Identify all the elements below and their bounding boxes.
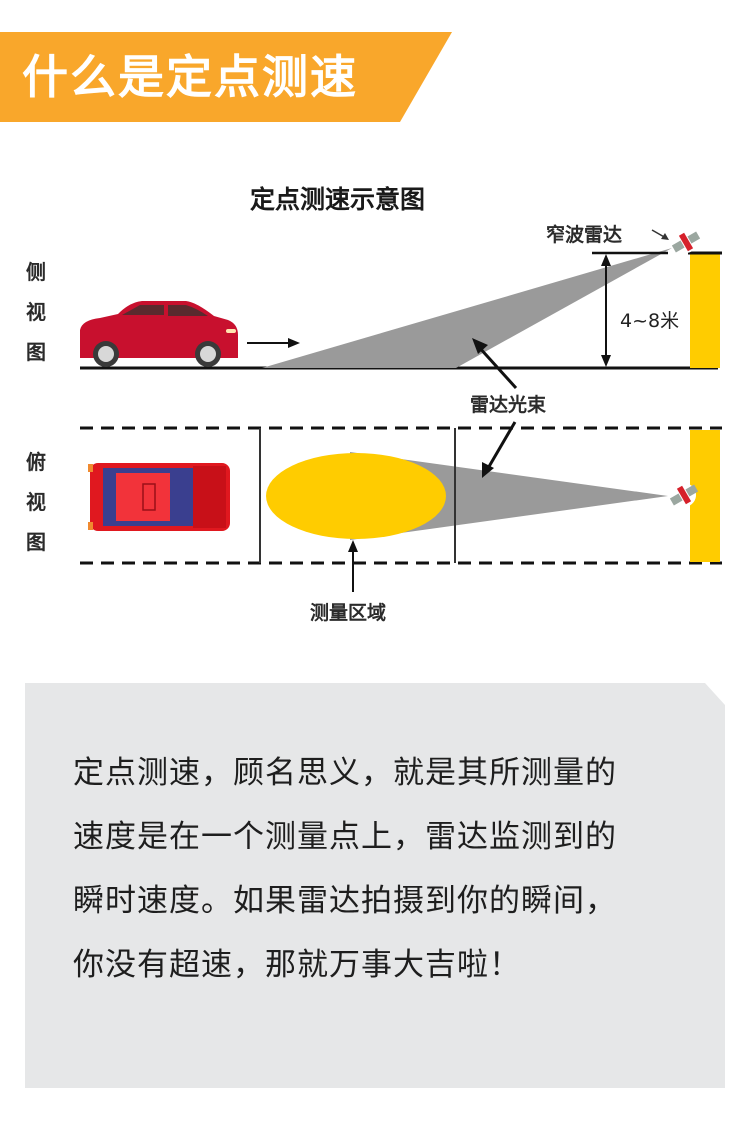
description-line: 瞬时速度。如果雷达拍摄到你的瞬间， <box>73 883 617 919</box>
beam-callout-arrow-side <box>476 344 518 390</box>
description-text: 定点测速，顾名思义，就是其所测量的 速度是在一个测量点上，雷达监测到的 瞬时速度… <box>73 741 693 997</box>
top-view-car-icon <box>88 463 230 531</box>
section-title: 什么是定点测速 <box>22 50 358 104</box>
section-header-banner: 什么是定点测速 <box>0 32 452 122</box>
side-view-car-icon <box>80 301 238 367</box>
diagram-title: 定点测速示意图 <box>250 185 426 214</box>
description-line: 你没有超速，那就万事大吉啦！ <box>73 947 521 983</box>
beam-label: 雷达光束 <box>470 394 547 416</box>
beam-callout-arrow-top <box>485 421 517 471</box>
top-radar-icon <box>669 483 699 507</box>
description-box-bg <box>25 683 725 1088</box>
fixed-point-speed-diagram: 定点测速示意图 侧 视 图 俯 视 图 窄波雷达 4~8米 雷达光束 测量区域 <box>0 170 750 640</box>
radar-label: 窄波雷达 <box>546 224 623 246</box>
side-radar-icon <box>671 231 701 253</box>
top-view-label: 俯 视 图 <box>26 450 46 554</box>
side-radar-beam <box>262 248 672 368</box>
description-line: 速度是在一个测量点上，雷达监测到的 <box>73 819 617 855</box>
side-view-label: 侧 视 图 <box>26 260 46 364</box>
measurement-zone <box>266 453 446 539</box>
description-line: 定点测速，顾名思义，就是其所测量的 <box>73 755 617 791</box>
side-pole <box>690 254 720 368</box>
banner-shape <box>0 32 452 122</box>
height-label: 4~8米 <box>620 310 680 332</box>
description-box: 定点测速，顾名思义，就是其所测量的 速度是在一个测量点上，雷达监测到的 瞬时速度… <box>25 683 725 1088</box>
zone-label: 测量区域 <box>310 602 387 624</box>
